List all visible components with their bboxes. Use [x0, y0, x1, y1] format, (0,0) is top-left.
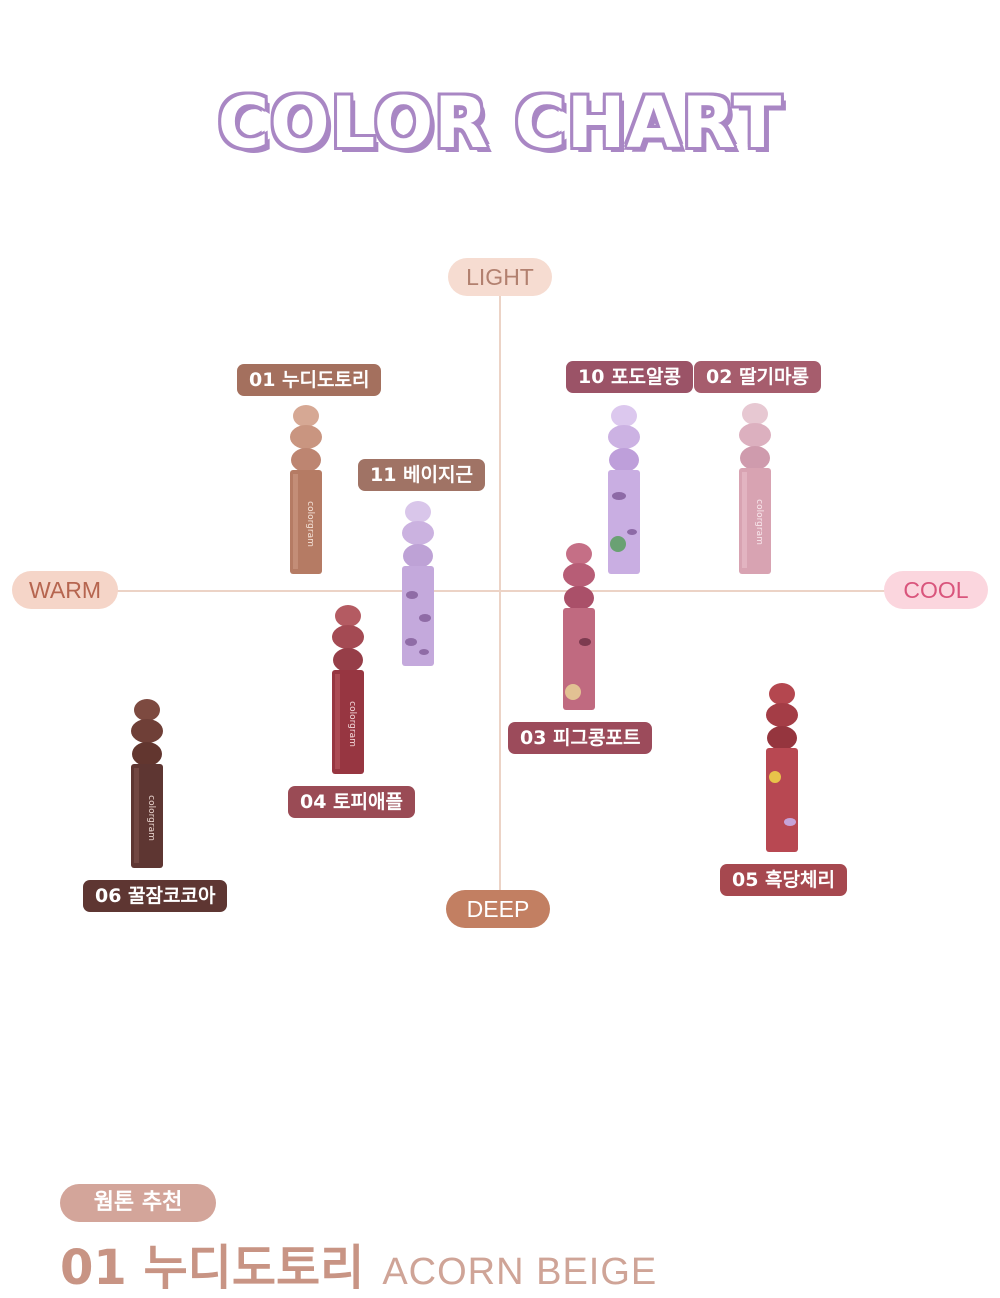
axis-label-deep: DEEP [446, 890, 550, 928]
chart-title: COLOR CHART [217, 82, 783, 164]
shade-label-11: 11 베이지근 [358, 459, 485, 491]
product-name: 01 누디도토리 [60, 1240, 365, 1296]
lip-tint-tube-04: colorgram [330, 604, 366, 774]
svg-text:colorgram: colorgram [305, 501, 315, 547]
shade-label-05: 05 흑당체리 [720, 864, 847, 896]
lip-tint-tube-06: colorgram [129, 698, 165, 868]
shade-label-02: 02 딸기마롱 [694, 361, 821, 393]
lip-tint-tube-10 [606, 404, 642, 574]
svg-text:colorgram: colorgram [146, 795, 156, 841]
axis-label-cool: COOL [884, 571, 988, 609]
lip-tint-tube-11 [400, 500, 436, 666]
lip-tint-tube-02: colorgram [737, 402, 773, 574]
shade-label-10: 10 포도알콩 [566, 361, 693, 393]
product-heading: 01 누디도토리 ACORN BEIGE [60, 1228, 657, 1298]
lip-tint-tube-03 [561, 542, 597, 710]
lip-tint-tube-05 [764, 682, 800, 852]
shade-label-01: 01 누디도토리 [237, 364, 382, 396]
svg-text:colorgram: colorgram [754, 499, 764, 545]
axis-label-warm: WARM [12, 571, 118, 609]
shade-label-03: 03 피그콩포트 [508, 722, 653, 754]
svg-text:colorgram: colorgram [347, 701, 357, 747]
lip-tint-tube-01: colorgram [288, 404, 324, 574]
light-deep-axis [499, 290, 501, 900]
product-english-name: ACORN BEIGE [382, 1251, 658, 1293]
axis-label-light: LIGHT [448, 258, 552, 296]
shade-label-06: 06 꿀잠코코아 [83, 880, 228, 912]
warm-tone-recommend-badge: 웜톤 추천 [60, 1184, 216, 1222]
shade-label-04: 04 토피애플 [288, 786, 415, 818]
